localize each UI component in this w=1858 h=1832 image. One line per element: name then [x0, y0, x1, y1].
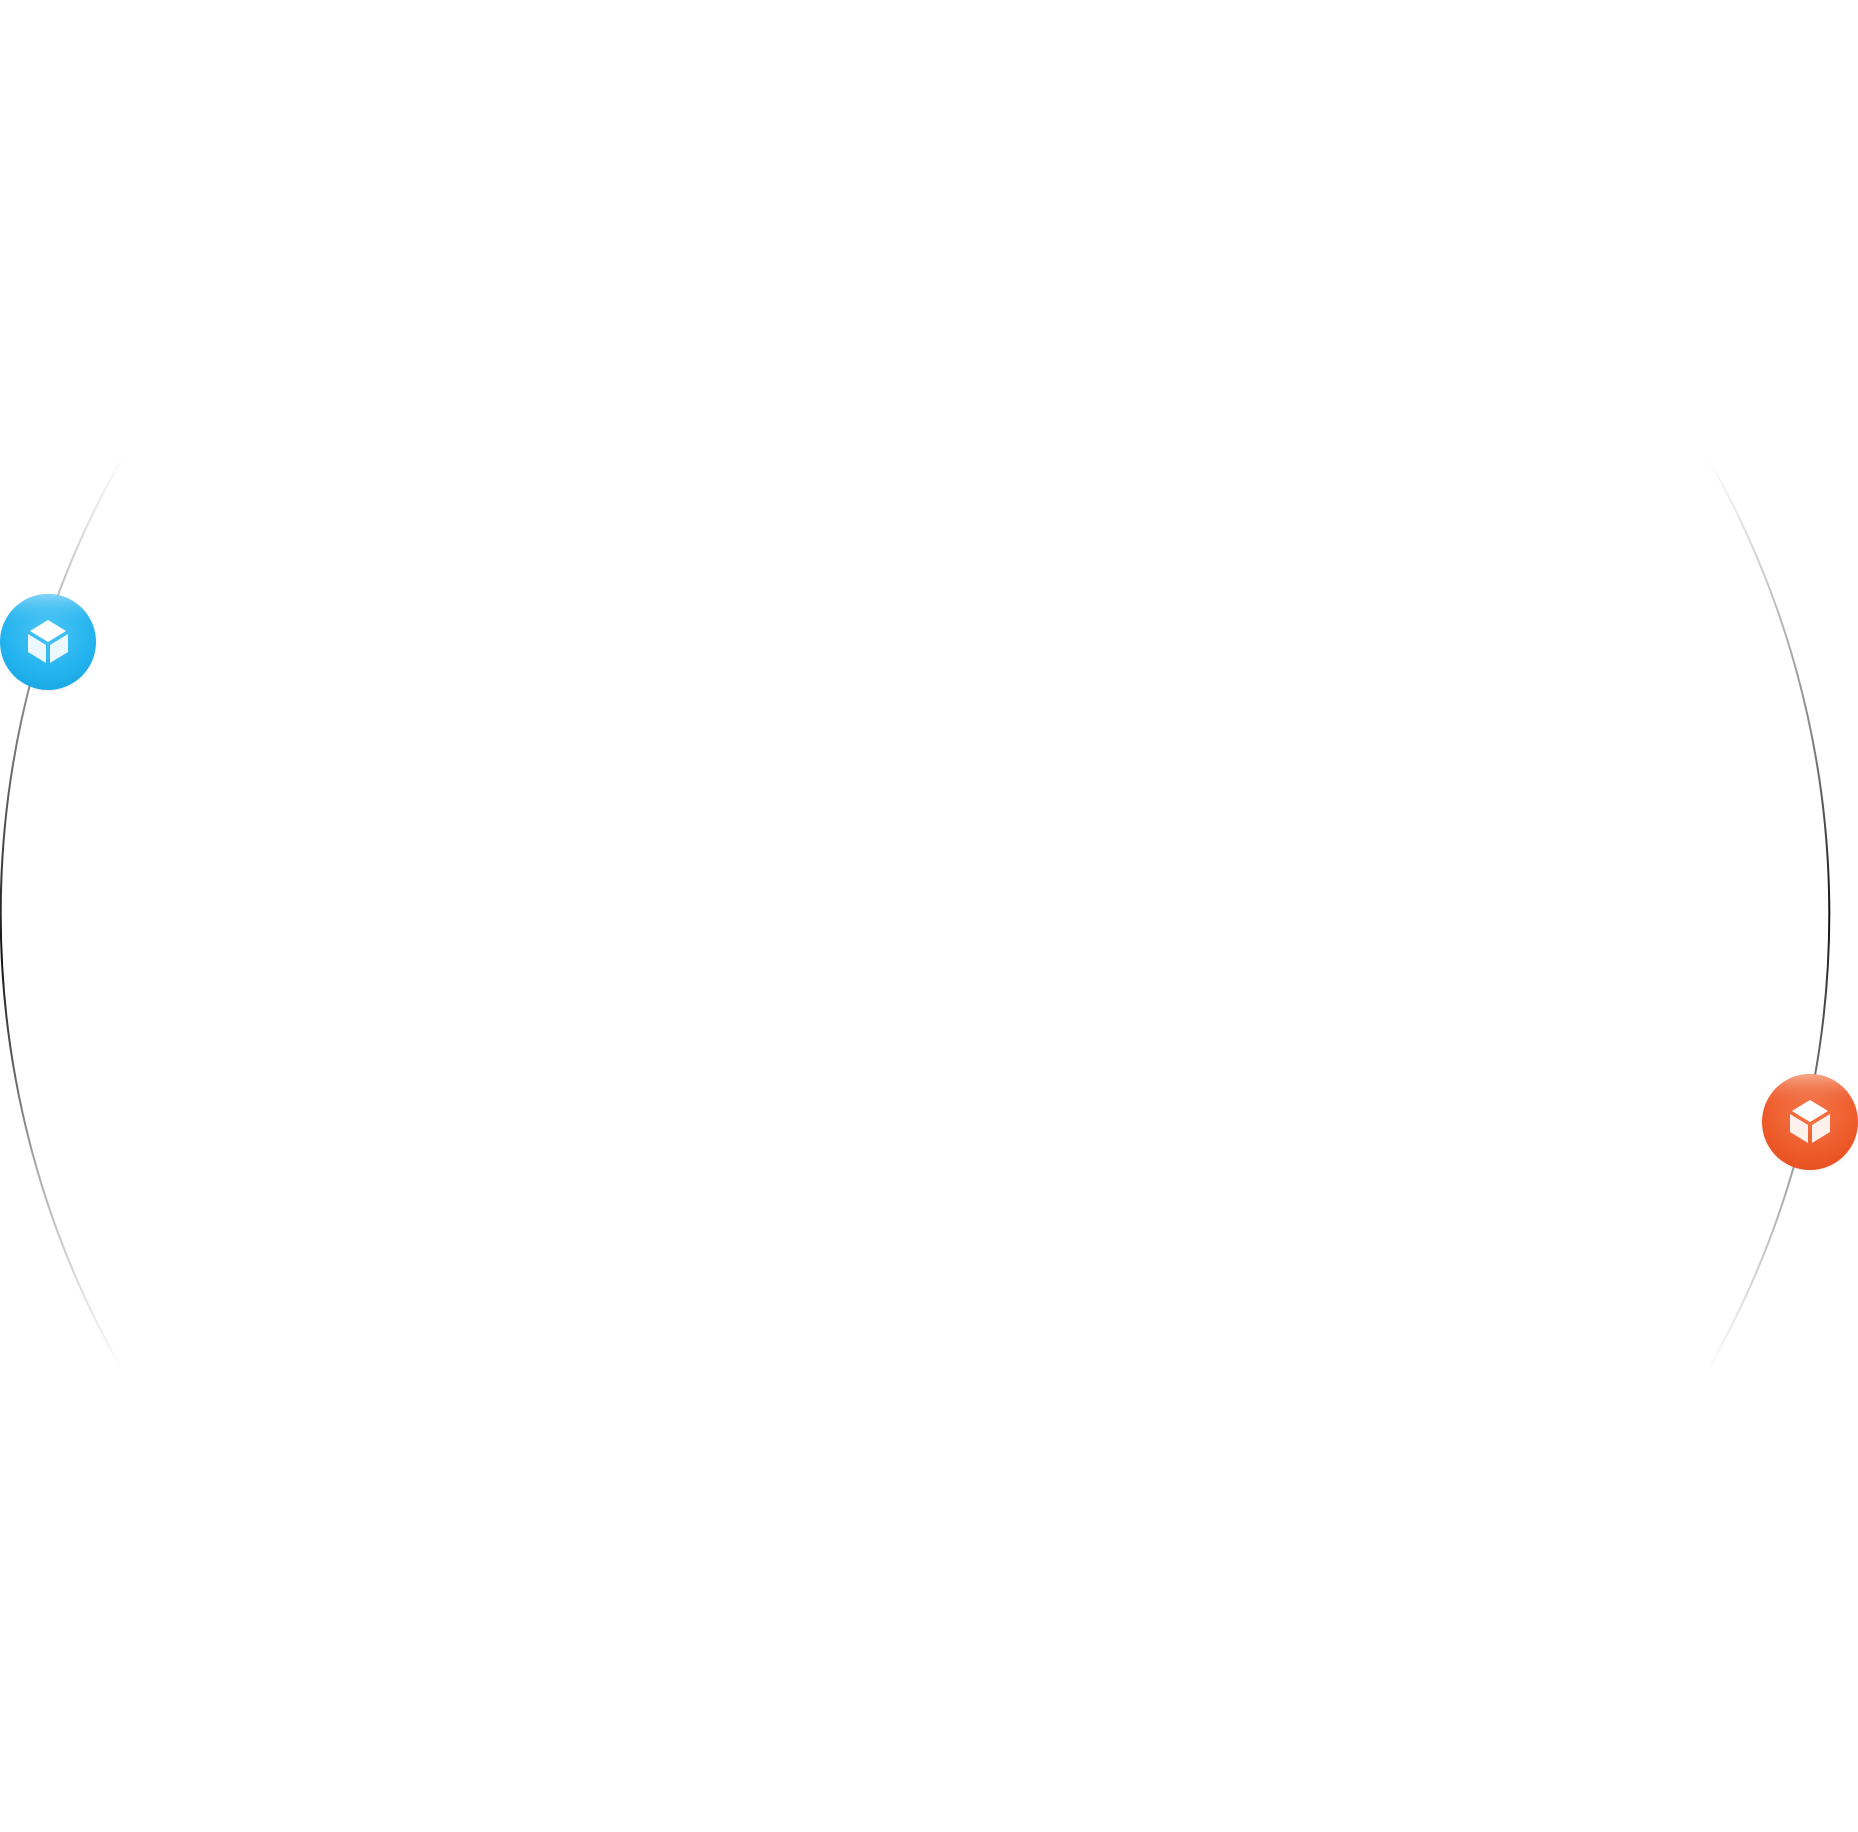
- blue-node[interactable]: [0, 594, 96, 690]
- cube-icon: [1762, 1074, 1858, 1170]
- orbit-right-arc: [1705, 454, 1831, 1374]
- orange-node[interactable]: [1762, 1074, 1858, 1170]
- orbit-left-arc: [0, 454, 125, 1374]
- cube-icon: [0, 594, 96, 690]
